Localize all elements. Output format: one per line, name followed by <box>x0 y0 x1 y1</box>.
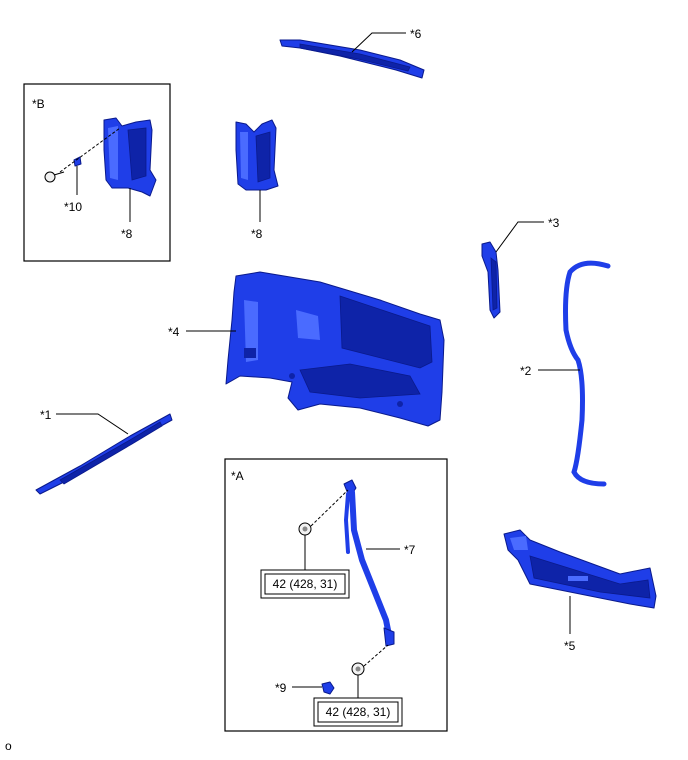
callout-1: *1 <box>40 408 52 422</box>
install-line-b <box>59 127 121 173</box>
leader-6 <box>351 32 406 53</box>
part-1-scuff-plate <box>35 413 173 495</box>
upper-anchor-bolt <box>298 522 312 536</box>
part-10-clip <box>73 156 82 167</box>
group-a-label: *A <box>231 469 244 483</box>
callout-2: *2 <box>520 364 532 378</box>
part-9-cover <box>321 681 335 695</box>
part-8-left-trim <box>103 117 157 197</box>
callout-9: *9 <box>275 681 287 695</box>
install-line-lower <box>363 644 389 667</box>
leader-3 <box>495 221 544 253</box>
leader-1 <box>56 413 129 435</box>
part-5-step-trim <box>503 529 657 609</box>
group-b-box <box>23 83 171 262</box>
callout-3: *3 <box>548 216 560 230</box>
torque-box-lower-inner <box>317 701 399 723</box>
callout-6: *6 <box>410 27 422 41</box>
part-6-upper-rail <box>279 39 425 79</box>
callout-5: *5 <box>564 639 576 653</box>
callout-10: *10 <box>64 200 82 214</box>
part-4-quarter-trim <box>225 271 445 427</box>
callout-8b: *8 <box>251 227 263 241</box>
footer-code: o <box>5 739 12 753</box>
torque-upper: 42 (428, 31) <box>273 577 338 591</box>
group-a-box <box>224 458 448 732</box>
callout-4: *4 <box>168 325 180 339</box>
callout-8a: *8 <box>121 227 133 241</box>
part-2-weatherstrip <box>563 260 611 487</box>
lower-anchor-bolt <box>351 662 365 676</box>
callout-7: *7 <box>404 543 416 557</box>
install-line-upper <box>310 489 349 527</box>
group-b-label: *B <box>32 97 45 111</box>
part-8-right-trim <box>235 119 279 191</box>
part-7-seat-belt <box>343 479 395 647</box>
screw-b <box>44 171 65 183</box>
torque-box-upper-inner <box>264 573 346 595</box>
part-3-pillar-trim <box>481 241 501 319</box>
torque-lower: 42 (428, 31) <box>326 705 391 719</box>
